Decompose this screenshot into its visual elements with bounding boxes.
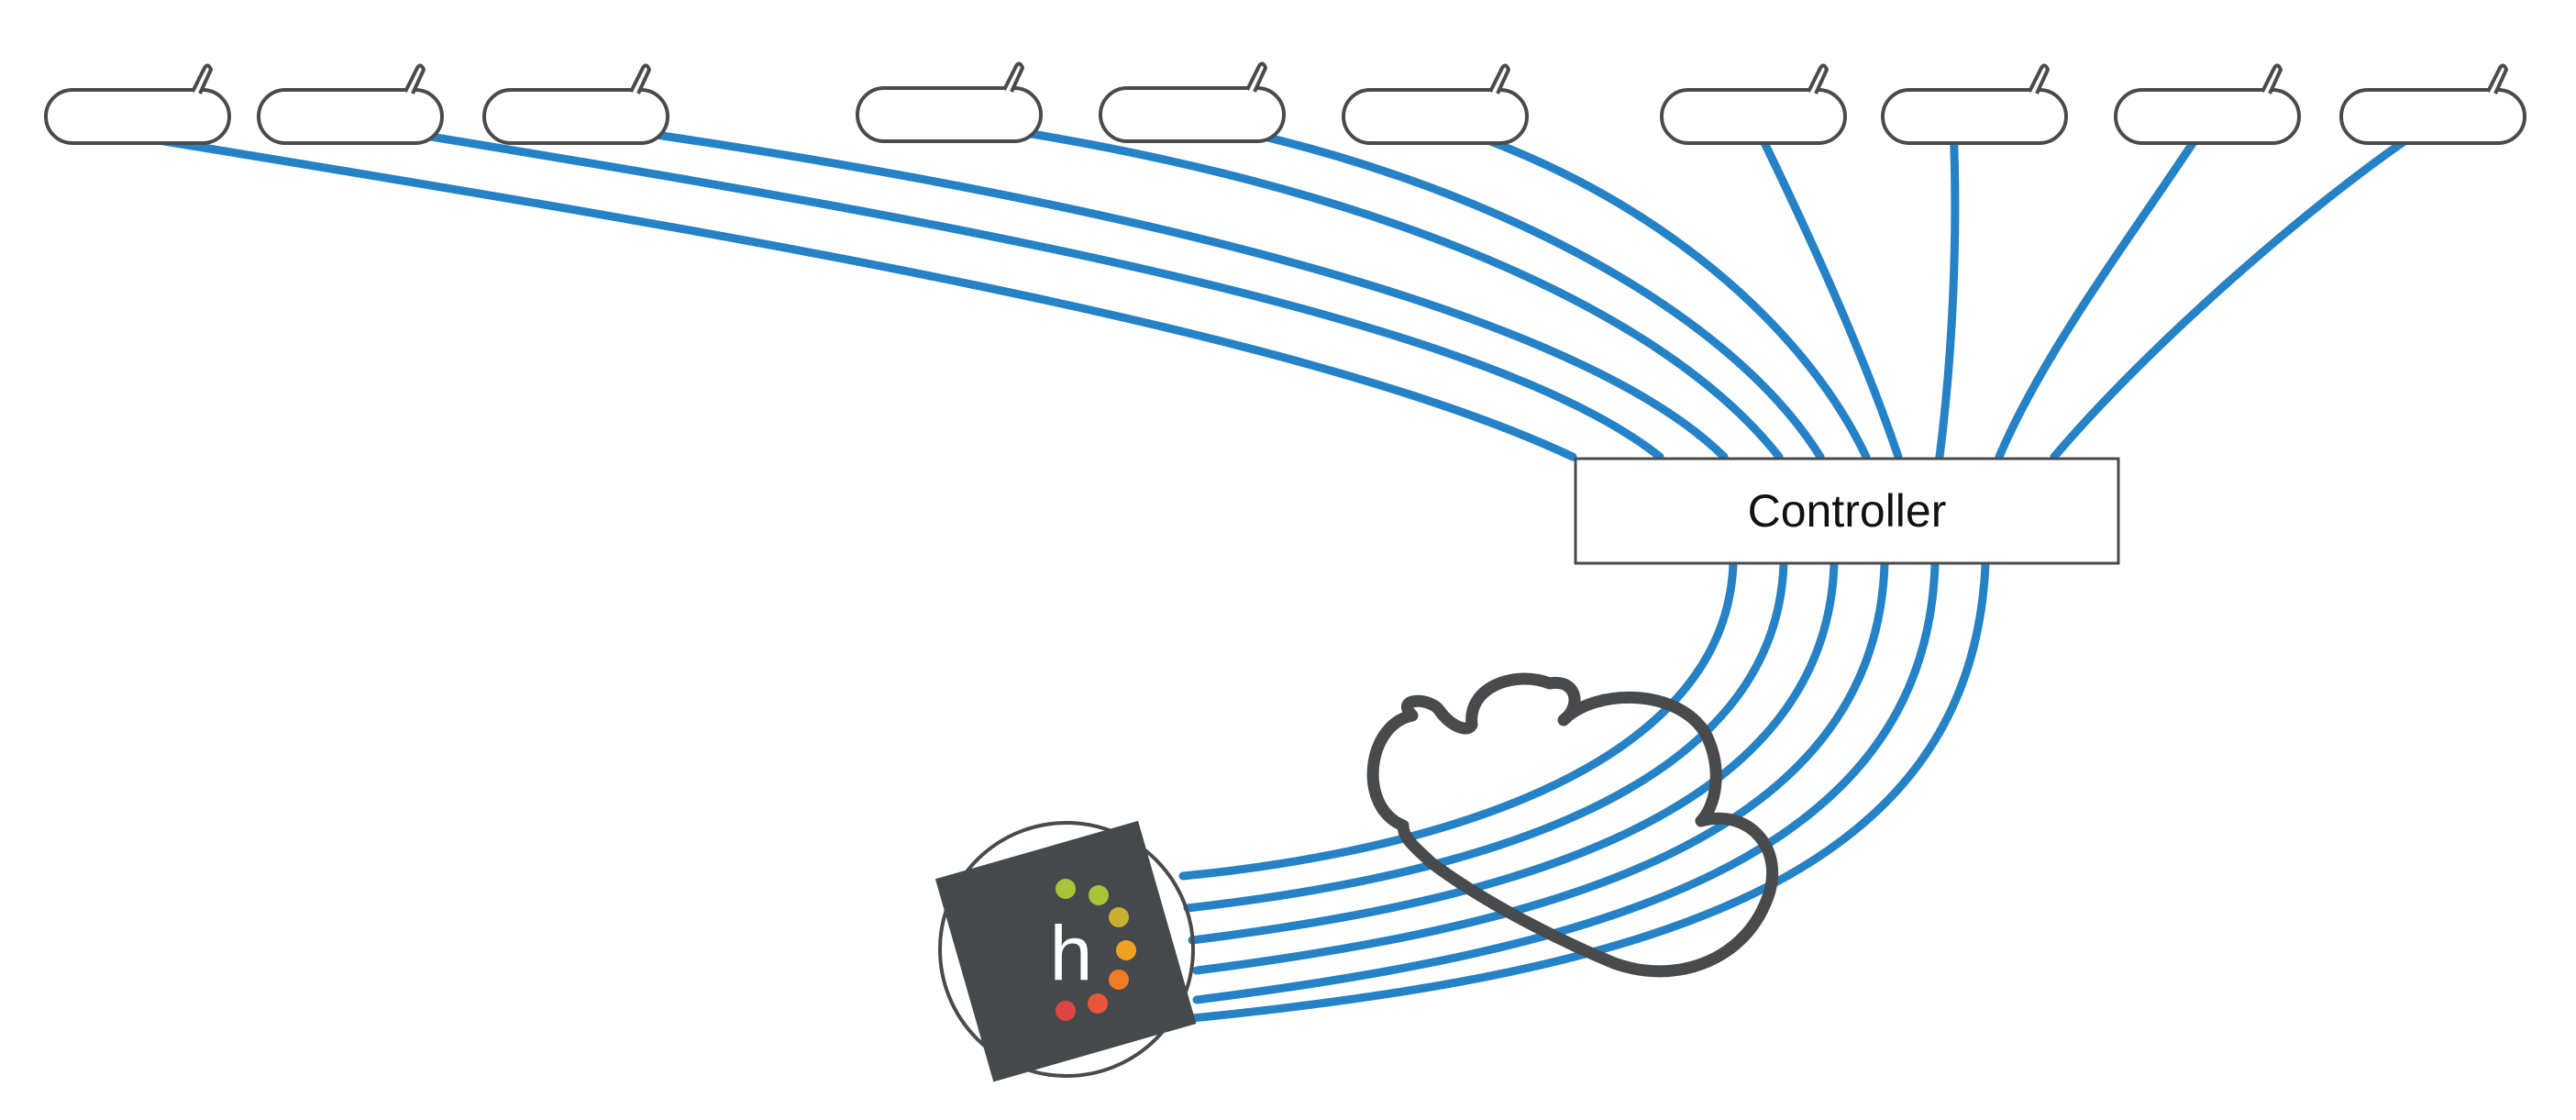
link-device-8 bbox=[1935, 121, 1960, 461]
ap-antenna-icon bbox=[257, 63, 444, 145]
hub-letter: h bbox=[1050, 910, 1093, 996]
hub-logo-icon: h bbox=[934, 820, 1197, 1082]
link-hub-2 bbox=[1183, 560, 1788, 913]
ap-antenna-icon bbox=[482, 63, 669, 145]
link-device-6 bbox=[1435, 119, 1871, 461]
link-device-4 bbox=[949, 117, 1784, 461]
link-hub-1 bbox=[1178, 560, 1738, 881]
hub-dot bbox=[1056, 1001, 1076, 1021]
controller-box: Controller bbox=[1574, 457, 2120, 565]
ap-antenna-icon bbox=[1660, 63, 1847, 145]
ap-antenna-icon bbox=[44, 63, 231, 145]
ap-antenna-icon bbox=[1881, 63, 2068, 145]
link-hub-5 bbox=[1192, 560, 1940, 1004]
ap-antenna-icon bbox=[2339, 63, 2526, 145]
hub-dot bbox=[1089, 885, 1109, 905]
cloud-icon bbox=[1366, 672, 1779, 978]
link-device-7 bbox=[1752, 121, 1903, 461]
hub-dot bbox=[1116, 940, 1136, 960]
hub-links bbox=[1178, 560, 1990, 1023]
link-device-1 bbox=[138, 133, 1577, 461]
hub-dot bbox=[1056, 879, 1076, 899]
link-device-9 bbox=[1995, 119, 2210, 461]
link-device-2 bbox=[348, 119, 1664, 461]
device-links bbox=[138, 117, 2435, 461]
ap-antenna-icon bbox=[2114, 63, 2301, 145]
link-device-10 bbox=[2050, 119, 2435, 461]
hub-dot bbox=[1109, 970, 1129, 990]
controller-label: Controller bbox=[1748, 485, 1947, 537]
link-hub-6 bbox=[1188, 560, 1990, 1023]
access-points bbox=[44, 61, 2526, 145]
link-hub-4 bbox=[1192, 560, 1889, 975]
link-device-3 bbox=[575, 119, 1729, 461]
hub-dot bbox=[1088, 993, 1108, 1014]
ap-antenna-icon bbox=[856, 61, 1043, 143]
ap-antenna-icon bbox=[1342, 63, 1529, 145]
link-device-5 bbox=[1192, 117, 1825, 461]
hub-dots bbox=[1056, 879, 1136, 1021]
ap-antenna-icon bbox=[1099, 61, 1286, 143]
hub-dot bbox=[1109, 907, 1129, 927]
link-hub-3 bbox=[1188, 560, 1839, 945]
